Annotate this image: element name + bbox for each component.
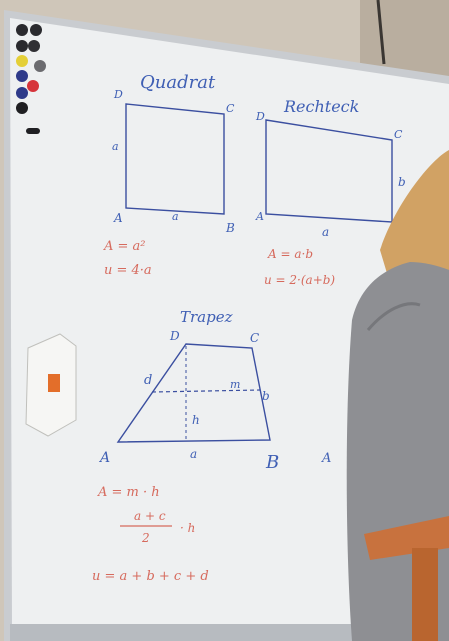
cable (376, 0, 386, 65)
person (346, 150, 449, 641)
rectangle-figure: Rechteck D C A b a A = a·b u = 2·(a+b) (255, 97, 406, 287)
square-corner-bl: A (113, 211, 123, 225)
trapezoid-formula-area: A = m · h (97, 485, 160, 500)
chair-leg (412, 548, 438, 641)
whiteboard (10, 18, 449, 628)
trapezoid-formula-perimeter: u = a + b + c + d (92, 569, 209, 584)
trapezoid-side-right: b (262, 389, 270, 403)
rectangle-formula-area: A = a·b (267, 247, 313, 261)
trapezoid-side-bottom: a (190, 447, 197, 461)
trapezoid-corner-bl: A (98, 450, 110, 466)
marker-tray (10, 624, 449, 641)
square-corner-tr: C (226, 102, 235, 115)
square-formula-perimeter: u = 4·a (104, 263, 152, 278)
trapezoid-corner-tl: D (169, 329, 180, 343)
magnets (16, 24, 46, 134)
trapezoid-height-label: h (192, 413, 200, 427)
rectangle-corner-tr: C (394, 128, 403, 141)
trapezoid-side-left: d (144, 373, 152, 388)
trapezoid-title: Trapez (180, 308, 233, 326)
trapezoid-midline-label: m (230, 378, 240, 391)
square-title: Quadrat (140, 72, 216, 93)
square-side-left: a (112, 140, 119, 153)
rectangle-corner-tl: D (255, 110, 265, 123)
wall-device (25, 333, 77, 437)
trapezoid-formula-fraction-bottom: 2 (141, 531, 150, 545)
rectangle-formula-perimeter: u = 2·(a+b) (264, 273, 335, 287)
rectangle-side-right: b (398, 175, 406, 189)
trapezoid-corner-br: B (265, 452, 279, 473)
rectangle-corner-bl: A (255, 210, 264, 223)
trapezoid-figure: Trapez D C A B a d b m h A A = m · h a +… (92, 308, 331, 584)
rectangle-title: Rechteck (283, 97, 359, 116)
square-figure: Quadrat D C A B a a A = a² u = 4·a (103, 72, 235, 278)
sweater-fold (366, 302, 421, 331)
rectangle-side-bottom: a (322, 225, 329, 239)
square-corner-br: B (225, 221, 235, 235)
square-formula-area: A = a² (103, 239, 146, 254)
square-side-bottom: a (172, 210, 179, 223)
stray-letter: A (321, 451, 331, 466)
trapezoid-corner-tr: C (250, 331, 259, 345)
trapezoid-formula-fraction-top: a + c (134, 509, 166, 523)
trapezoid-formula-fraction-tail: · h (180, 521, 195, 535)
square-corner-tl: D (113, 88, 123, 101)
